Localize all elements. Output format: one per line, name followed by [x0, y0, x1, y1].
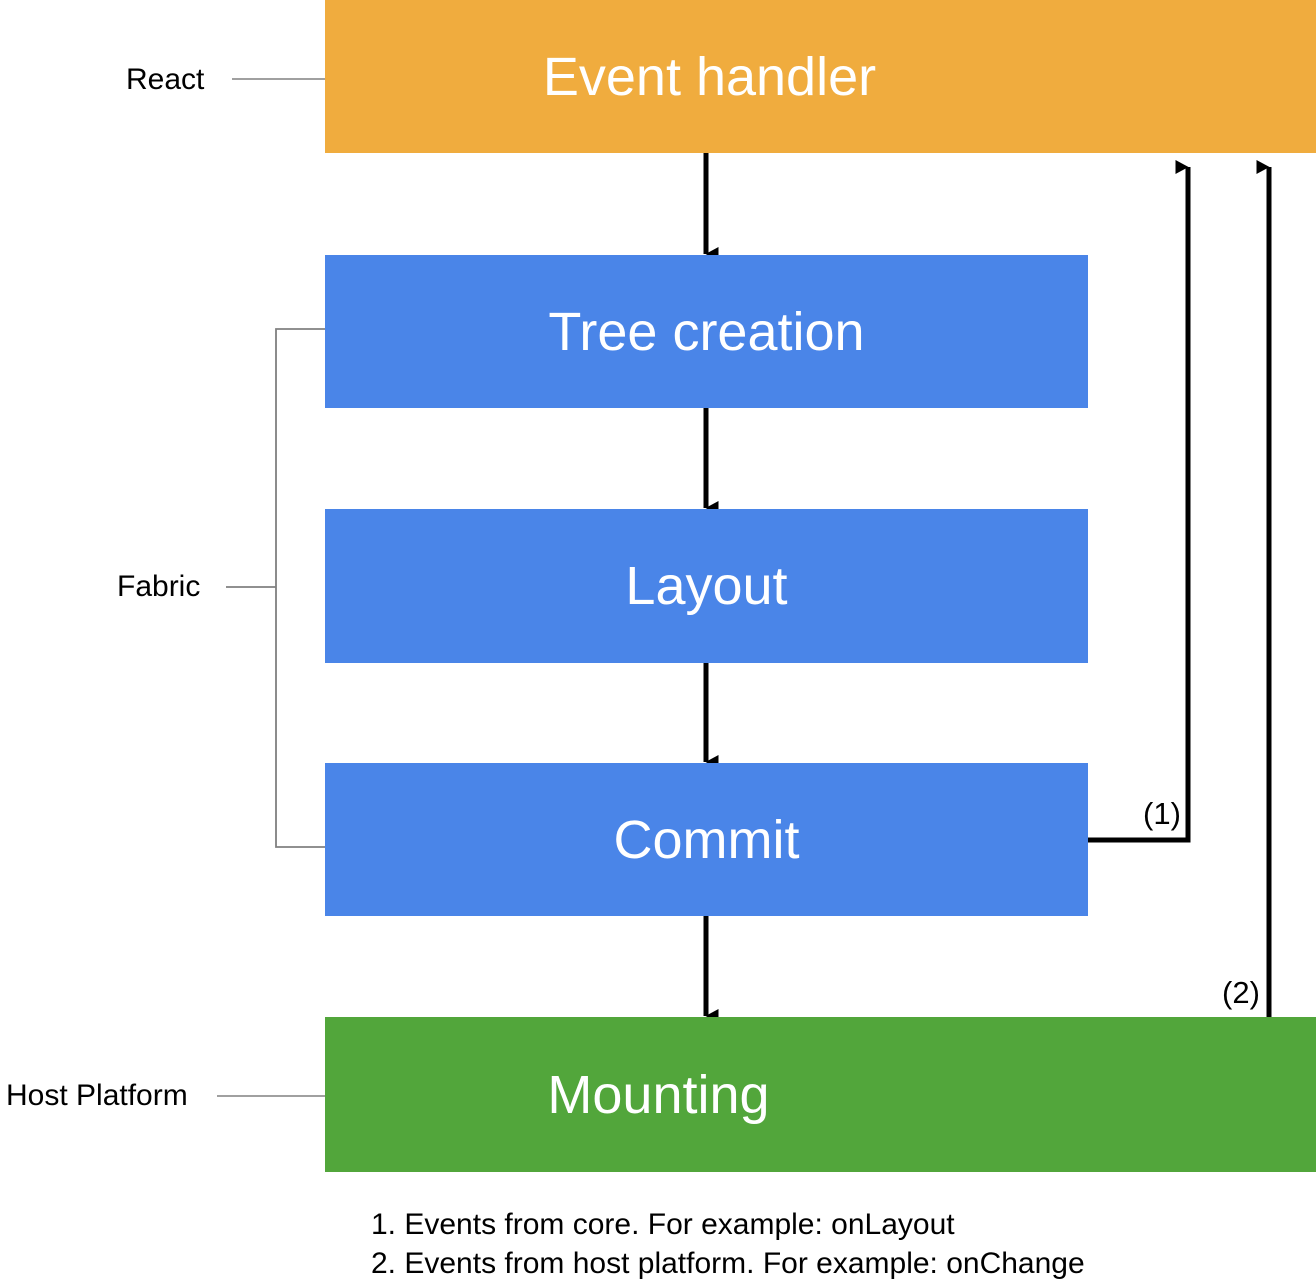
ref-marker-2: (2)	[1222, 975, 1260, 1010]
node-event-handler[interactable]: Event handler	[325, 0, 1316, 153]
node-layout[interactable]: Layout	[325, 509, 1088, 663]
node-event-handler-label: Event handler	[542, 46, 877, 107]
side-label-fabric: Fabric	[117, 570, 201, 603]
node-mounting-label: Mounting	[547, 1064, 770, 1125]
footnote-line-1: 1. Events from core. For example: onLayo…	[371, 1208, 955, 1241]
side-label-react: React	[126, 63, 205, 96]
node-commit[interactable]: Commit	[325, 763, 1088, 916]
footnote-line-2: 2. Events from host platform. For exampl…	[371, 1247, 1085, 1280]
side-label-host-platform: Host Platform	[6, 1079, 188, 1112]
node-commit-label: Commit	[613, 809, 800, 870]
node-tree-creation[interactable]: Tree creation	[325, 255, 1088, 408]
feedback-arrow-1	[1088, 160, 1191, 843]
node-layout-label: Layout	[625, 556, 788, 616]
footnotes: 1. Events from core. For example: onLayo…	[371, 1205, 1085, 1283]
node-mounting[interactable]: Mounting	[325, 1017, 1316, 1172]
node-tree-creation-label: Tree creation	[548, 301, 865, 362]
ref-marker-1: (1)	[1143, 796, 1181, 831]
fabric-bracket	[275, 328, 325, 848]
